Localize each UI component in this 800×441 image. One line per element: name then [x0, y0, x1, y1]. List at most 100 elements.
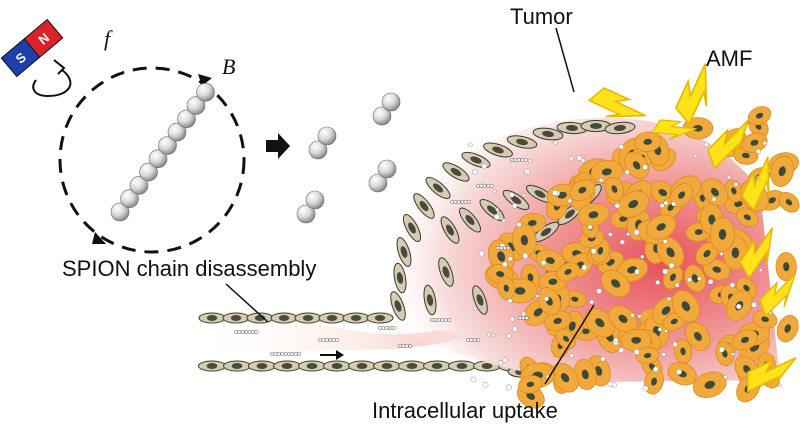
internalized-particle: [614, 203, 620, 209]
endothelial-cell: [342, 312, 370, 324]
spion-particle: [129, 176, 149, 195]
internalized-particle: [642, 164, 648, 170]
cell-nucleus: [426, 294, 434, 306]
particle-string-bead: [433, 318, 438, 322]
lightning-bolt: [741, 156, 770, 212]
tumor-cell: [600, 269, 631, 298]
cell-nucleus: [400, 246, 408, 258]
tumor-cell: [741, 132, 768, 153]
particle-string-bead: [290, 352, 295, 356]
particle-string-bead: [280, 352, 285, 356]
internalized-particle: [668, 262, 675, 269]
cell-nucleus: [528, 220, 537, 227]
internalized-particle: [486, 332, 491, 337]
tumor-cell: [577, 202, 610, 227]
tumor-pointer-line: [555, 27, 575, 93]
spion-particle: [296, 204, 316, 224]
internalized-particle: [607, 381, 614, 387]
internalized-particle: [686, 277, 692, 283]
internalized-particle: [587, 224, 593, 230]
internalized-particle: [778, 383, 782, 388]
internalized-particle: [618, 144, 624, 150]
internalized-particle: [492, 189, 497, 194]
field-circle: [58, 66, 246, 254]
tumor-cell: [776, 314, 799, 343]
cell-nucleus: [611, 185, 618, 193]
bolt-shape: [587, 87, 647, 118]
internalized-particle: [502, 261, 508, 268]
particle-string-bead: [496, 246, 500, 250]
amf-label: AMF: [706, 46, 753, 71]
lightning-bolt: [587, 87, 647, 118]
particle-string-bead: [381, 326, 386, 330]
internalized-particle: [630, 313, 635, 318]
particle-string-bead: [297, 352, 302, 356]
cell-nucleus: [619, 216, 628, 222]
internalized-particle: [568, 156, 574, 161]
particle-string-bead: [489, 184, 494, 188]
cell-nucleus: [470, 156, 482, 164]
cell-nucleus: [568, 321, 576, 331]
internalized-particle: [490, 333, 495, 338]
tumor-label: Tumor: [510, 4, 573, 29]
particle-string-bead: [447, 318, 451, 322]
endothelial-cell: [413, 193, 435, 219]
cell-nucleus: [419, 200, 429, 212]
internalized-particle: [633, 349, 640, 355]
cell-nucleus: [694, 229, 703, 235]
particle-string-bead: [466, 338, 470, 342]
tumor-cell: [633, 131, 662, 153]
internalized-particle: [662, 239, 668, 244]
particle-string-bead: [378, 326, 382, 330]
cell-nucleus: [206, 363, 218, 369]
cell-nucleus: [408, 222, 416, 234]
endothelial-cell: [438, 257, 454, 287]
internalized-particle: [535, 294, 540, 298]
bolt-shape: [741, 156, 770, 212]
bar-magnet: S N: [0, 18, 72, 98]
particle-string-bead: [335, 338, 339, 342]
cell-nucleus: [741, 336, 750, 344]
tumor-cell: [778, 192, 800, 213]
particle-string-bead: [460, 200, 465, 204]
particle-string-bead: [486, 184, 491, 188]
cell-nucleus: [350, 315, 362, 321]
particle-string-bead: [430, 318, 434, 322]
particle-string-bead: [276, 352, 281, 356]
endothelial-cell: [506, 135, 538, 149]
field-label: B: [222, 54, 236, 79]
particle-string-bead: [234, 330, 238, 334]
particle-string-bead: [270, 352, 274, 356]
internalized-particle: [723, 374, 728, 380]
cell-nucleus: [618, 314, 628, 323]
cell-nucleus: [496, 271, 505, 277]
internalized-particle: [512, 326, 518, 332]
particle-string-bead: [520, 158, 525, 162]
cell-nucleus: [656, 223, 666, 231]
spion-particle: [120, 189, 139, 208]
internalized-particle: [676, 368, 682, 375]
cell-nucleus: [381, 363, 393, 369]
cell-nucleus: [731, 247, 740, 259]
tumor-cell: [497, 276, 516, 301]
internalized-particle: [736, 303, 742, 310]
tumor-cell: [736, 207, 759, 228]
cell-nucleus: [487, 205, 497, 215]
cell-nucleus: [712, 266, 722, 273]
endothelial-cell: [423, 360, 451, 372]
internalized-particle: [718, 346, 725, 353]
endothelial-cell: [448, 360, 476, 372]
tumor-cell: [569, 179, 596, 202]
magnet-north-pole: [23, 18, 64, 58]
cell-nucleus: [597, 246, 604, 255]
tumor-cell: [701, 178, 729, 207]
tumor-cell: [709, 217, 736, 252]
bolt-shape: [651, 119, 697, 141]
internalized-particle: [755, 148, 761, 154]
cell-nucleus: [661, 306, 671, 315]
cell-nucleus: [734, 200, 743, 207]
cell-nucleus: [632, 161, 641, 170]
spion-particle: [139, 162, 158, 182]
tumor-cell: [584, 308, 615, 338]
internalized-particle: [652, 366, 659, 372]
